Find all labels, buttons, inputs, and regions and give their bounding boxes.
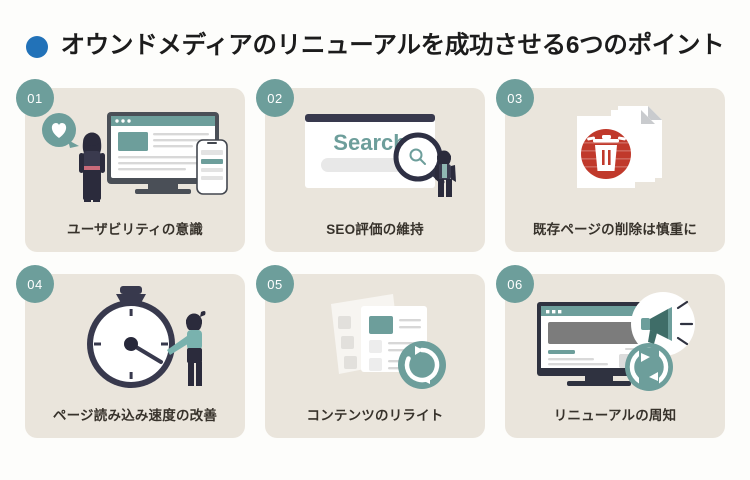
person-monitor-heart-icon (25, 94, 245, 210)
card-label: 既存ページの削除は慎重に (532, 221, 698, 237)
points-grid: 01 (16, 79, 725, 460)
card-label: ページ読み込み速度の改善 (52, 407, 218, 423)
pages-trash-delete-icon (505, 94, 725, 210)
card-number-badge: 05 (256, 265, 294, 303)
point-card-06[interactable]: 06 (496, 265, 725, 438)
point-card-04[interactable]: 04 (16, 265, 245, 438)
card-label: コンテンツのリライト (306, 407, 444, 423)
monitor-megaphone-refresh-icon (505, 280, 725, 396)
card-number-badge: 03 (496, 79, 534, 117)
point-card-05[interactable]: 05 (256, 265, 485, 438)
card-number-badge: 04 (16, 265, 54, 303)
card-label: リニューアルの周知 (553, 407, 677, 423)
page-header: オウンドメディアのリニューアルを成功させる6つのポイント (0, 22, 750, 70)
card-label: SEO評価の維持 (326, 221, 424, 237)
point-card-03[interactable]: 03 (496, 79, 725, 252)
card-number-badge: 01 (16, 79, 54, 117)
card-number-badge: 02 (256, 79, 294, 117)
card-label: ユーザビリティの意識 (67, 221, 203, 237)
documents-refresh-icon (265, 280, 485, 396)
card-number-badge: 06 (496, 265, 534, 303)
point-card-01[interactable]: 01 (16, 79, 245, 252)
search-window-magnifier-icon: Search (265, 94, 485, 210)
bullet-circle-icon (25, 36, 48, 58)
page-title: オウンドメディアのリニューアルを成功させる6つのポイント (60, 31, 725, 59)
point-card-02[interactable]: 02 Search (256, 79, 485, 252)
stopwatch-person-icon (25, 280, 245, 396)
